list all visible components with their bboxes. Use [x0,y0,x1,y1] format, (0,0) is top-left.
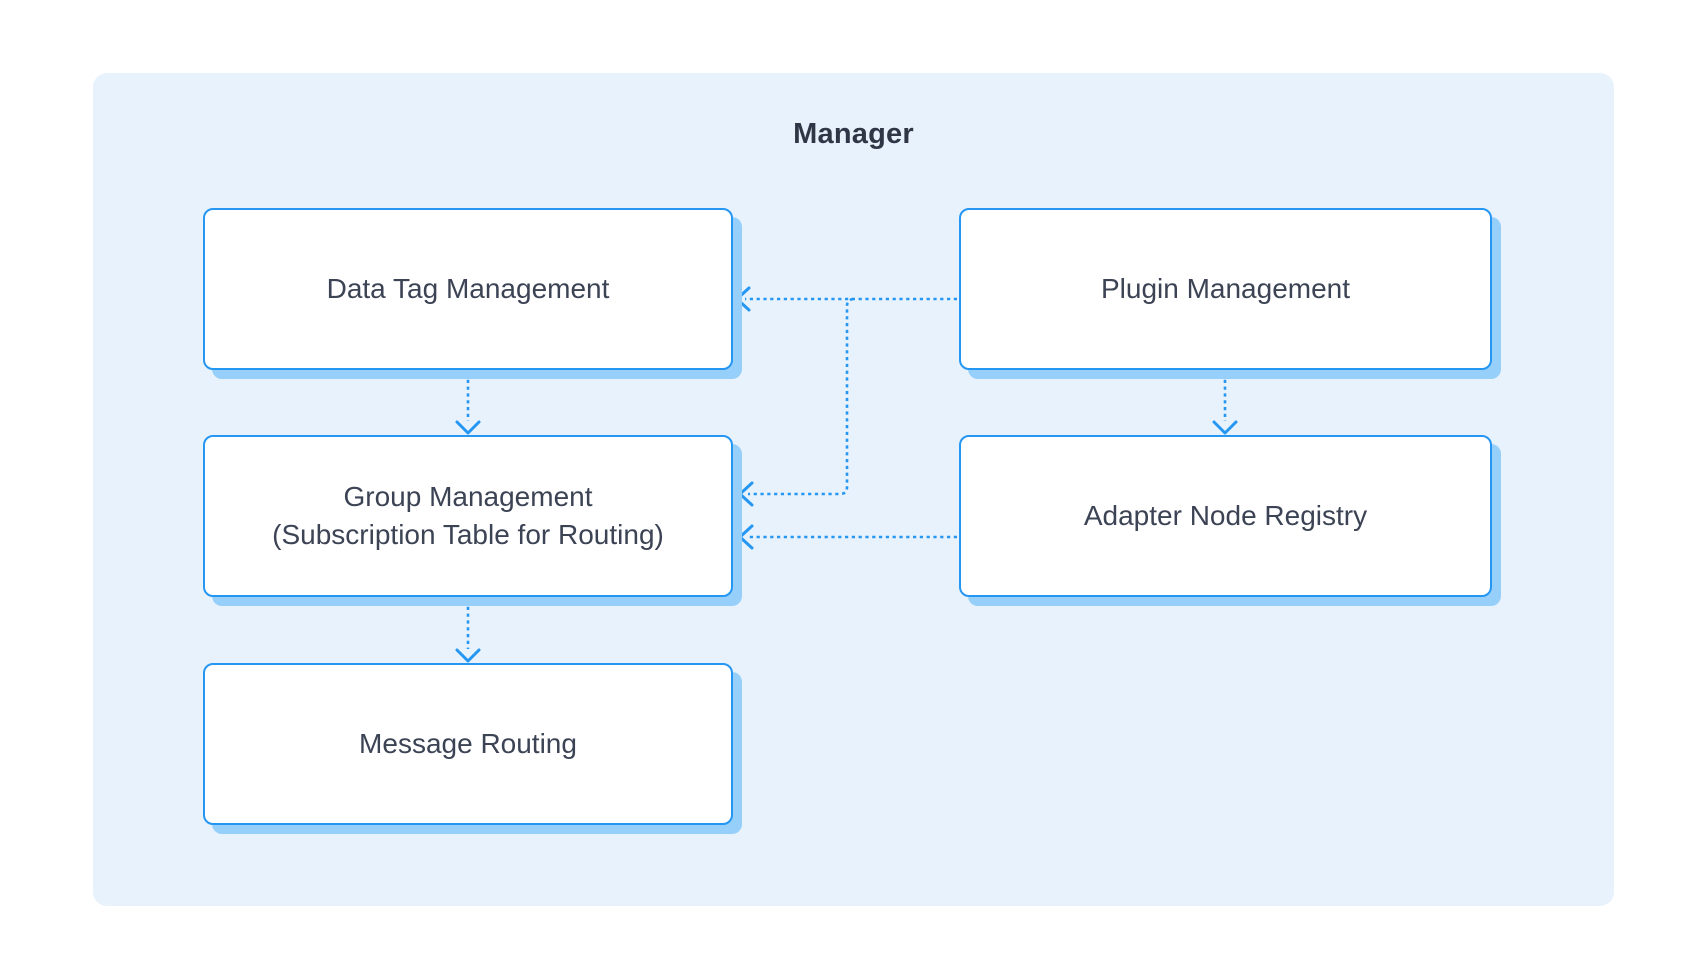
node-data-tag-management: Data Tag Management [203,208,733,370]
node-label: Message Routing [359,728,577,759]
node-plugin-management: Plugin Management [959,208,1492,370]
node-message-routing: Message Routing [203,663,733,825]
node-adapter-node-registry: Adapter Node Registry [959,435,1492,597]
node-label: Group Management [343,481,593,512]
node-label: Plugin Management [1100,273,1351,304]
node-label: Data Tag Management [326,273,610,304]
node-label: Adapter Node Registry [1083,500,1368,531]
node-group-management: Group Management (Subscription Table for… [203,435,733,597]
diagram-title: Manager [793,118,914,150]
node-sublabel: (Subscription Table for Routing) [272,519,664,550]
